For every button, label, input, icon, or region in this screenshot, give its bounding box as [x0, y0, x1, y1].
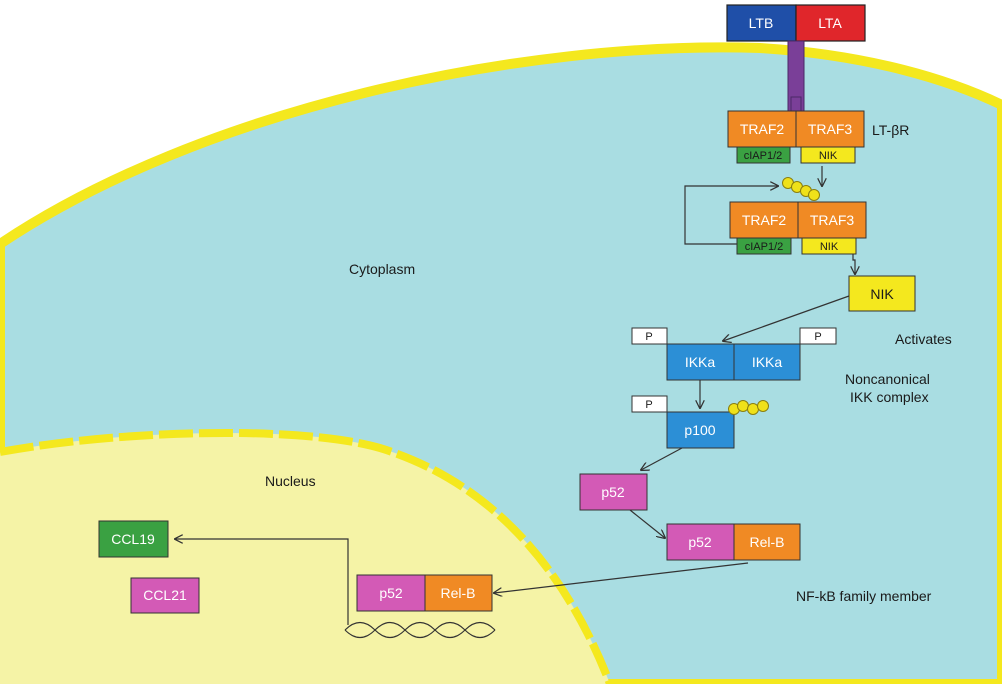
- ubiquitin-chain-icon: [782, 177, 820, 201]
- p100-label: p100: [684, 422, 715, 438]
- nik-bound-box: [801, 237, 857, 255]
- nik-bound-label: NIK: [820, 241, 839, 253]
- ubiquitin-bead-icon: [757, 400, 769, 412]
- nuclear-envelope: [0, 428, 614, 684]
- arrow-p52-dimerization: [629, 509, 665, 538]
- cytoplasm-label: Cytoplasm: [349, 261, 415, 277]
- arrow-nuclear-translocation: [494, 562, 749, 593]
- traf-complex-receptor-bound: TRAF2 TRAF3 cIAP1/2 NIK: [727, 110, 865, 164]
- ubiquitin-bead-icon: [808, 189, 820, 201]
- ltb-label: LTB: [749, 15, 774, 31]
- p52-label: p52: [601, 484, 625, 500]
- phosphate-box: [631, 395, 668, 413]
- ciap-box: [736, 237, 792, 255]
- arrow-p100-processing: [641, 447, 683, 470]
- phosphate-label: P: [814, 331, 821, 343]
- nucleus-label: Nucleus: [265, 473, 316, 489]
- nik-bound-box: [800, 146, 856, 164]
- ubiquitin-chain-icon: [728, 400, 769, 415]
- lta-box: [795, 4, 866, 42]
- p100-precursor: P p100: [631, 395, 735, 449]
- ccl19-label: CCL19: [111, 531, 155, 547]
- nfkb-label: NF-kB family member: [796, 588, 932, 604]
- arrow-nik-activates: [723, 295, 850, 341]
- ccl21-label: CCL21: [143, 587, 187, 603]
- p52-label: p52: [688, 534, 712, 550]
- relb-label: Rel-B: [749, 534, 784, 550]
- p52-box: [666, 523, 735, 561]
- relb-box: [424, 574, 493, 612]
- phosphate-label: P: [645, 399, 652, 411]
- traf-complex-cytosolic: TRAF2 TRAF3 cIAP1/2 NIK: [729, 201, 867, 255]
- ikka-label: IKKa: [752, 354, 783, 370]
- ccl19-box: [98, 520, 169, 558]
- ciap-label: cIAP1/2: [744, 150, 783, 162]
- p52-relb-dimer-nucleus: p52 Rel-B: [356, 574, 493, 612]
- traf2-box: [727, 110, 797, 148]
- receptor-joint: [790, 96, 802, 112]
- relb-box: [733, 523, 801, 561]
- traf2-label: TRAF2: [742, 212, 787, 228]
- traf3-label: TRAF3: [808, 121, 853, 137]
- p52-box: [579, 473, 648, 511]
- nik-bound-label: NIK: [819, 150, 838, 162]
- arrow-feedback-loop: [684, 186, 778, 245]
- activates-label: Activates: [895, 331, 952, 347]
- traf2-box: [729, 201, 799, 239]
- ltb-box: [726, 4, 797, 42]
- p52-relb-dimer-cytoplasm: p52 Rel-B: [666, 523, 801, 561]
- traf3-box: [797, 201, 867, 239]
- phosphate-label: P: [645, 331, 652, 343]
- nik-free-box: [848, 275, 916, 312]
- arrow-gene-transcription: [175, 539, 349, 625]
- ikka-label: IKKa: [685, 354, 716, 370]
- p100-box: [666, 411, 735, 449]
- ciap-box: [736, 146, 791, 164]
- arrow-nik-accumulation: [853, 254, 855, 274]
- relb-label: Rel-B: [440, 585, 475, 601]
- ccl21-box: [130, 577, 200, 614]
- ikk-alpha-complex: P P IKKa IKKa: [631, 327, 837, 381]
- ubiquitin-bead-icon: [737, 400, 749, 412]
- ubiquitin-bead-icon: [747, 403, 759, 415]
- noncanonical-label: Noncanonical: [845, 371, 930, 387]
- ligand-lt-alpha-beta: LTB LTA: [726, 4, 866, 42]
- receptor-label: LT-βR: [872, 122, 909, 138]
- p52-label: p52: [379, 585, 403, 601]
- phosphate-box: [631, 327, 668, 345]
- traf3-label: TRAF3: [810, 212, 855, 228]
- ikk-complex-label: IKK complex: [850, 389, 929, 405]
- traf2-label: TRAF2: [740, 121, 785, 137]
- ikka-box: [733, 343, 801, 381]
- ikka-box: [666, 343, 735, 381]
- dna-helix-icon: [344, 621, 496, 639]
- nik-free-label: NIK: [870, 286, 894, 302]
- traf3-box: [795, 110, 865, 148]
- ciap-label: cIAP1/2: [745, 241, 784, 253]
- lta-label: LTA: [818, 15, 842, 31]
- nucleus-region: [0, 432, 610, 684]
- phosphate-box: [799, 327, 837, 345]
